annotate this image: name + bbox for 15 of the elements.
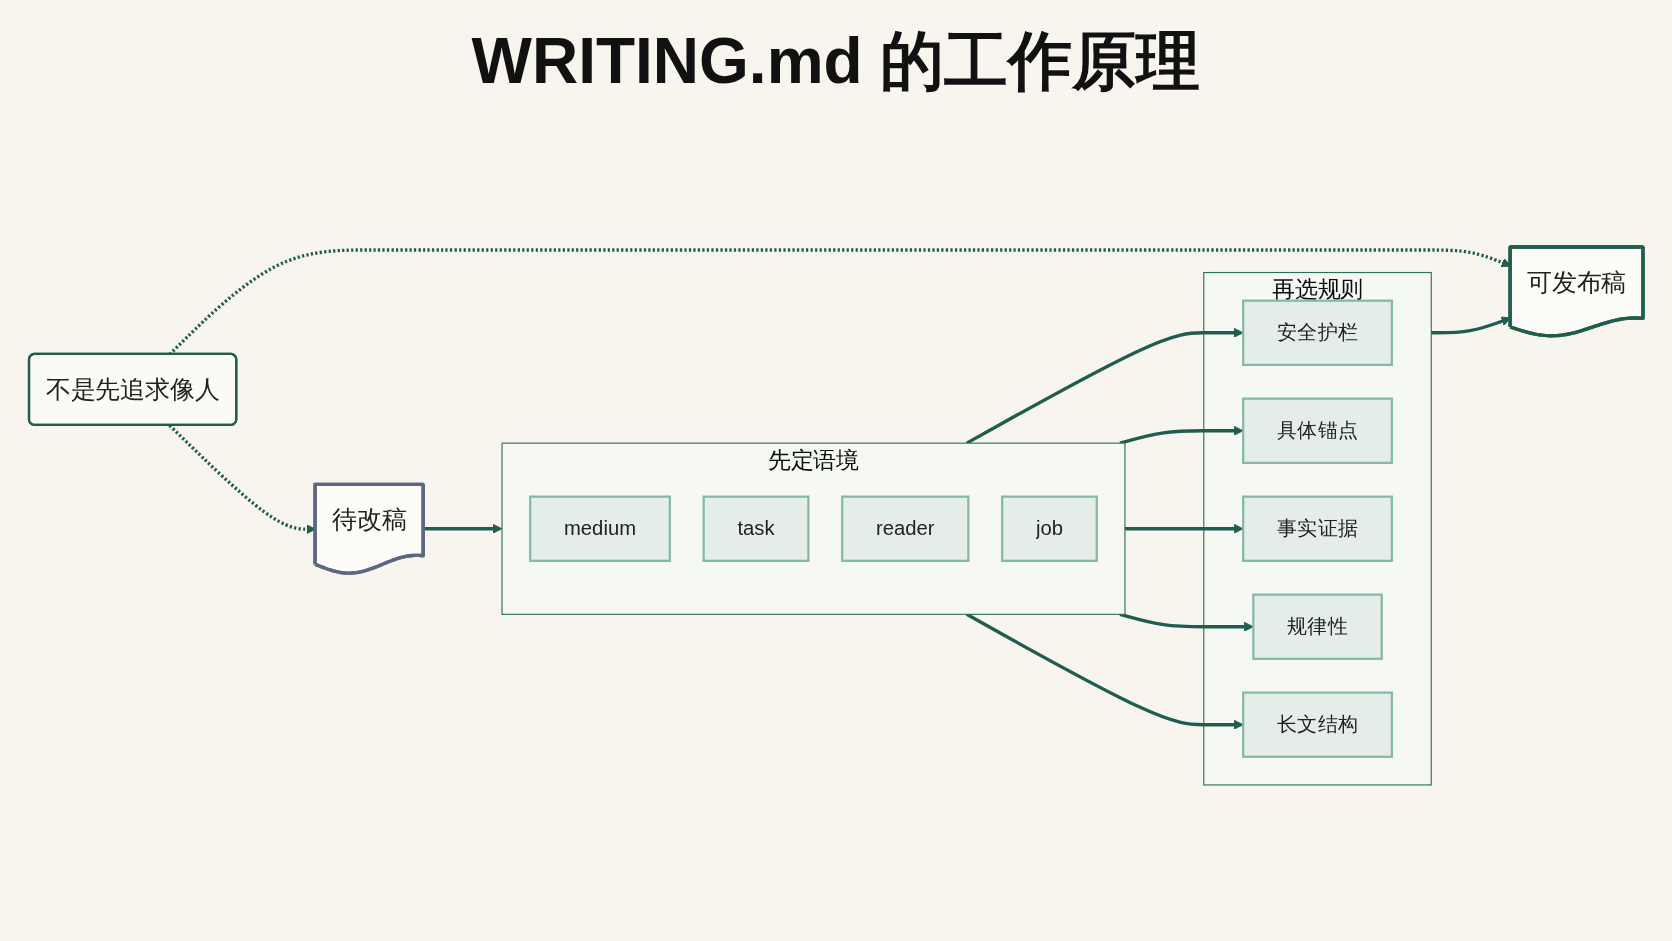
node-box: medium — [529, 495, 671, 562]
arrow — [965, 327, 1244, 445]
arrow — [1119, 612, 1254, 632]
node-box: reader — [841, 495, 970, 562]
node-box: job — [1001, 495, 1098, 562]
arrow — [1119, 425, 1244, 445]
node-box: task — [702, 495, 810, 562]
node-box: 安全护栏 — [1242, 299, 1393, 366]
arrow — [423, 523, 503, 534]
title: WRITING.md 的工作原理 — [470, 24, 1202, 99]
node-box: 事实证据 — [1242, 495, 1393, 562]
node-box: 长文结构 — [1242, 691, 1393, 758]
node-box: 具体锚点 — [1242, 397, 1393, 464]
node-box: 规律性 — [1252, 593, 1383, 660]
arrow — [1124, 523, 1244, 534]
